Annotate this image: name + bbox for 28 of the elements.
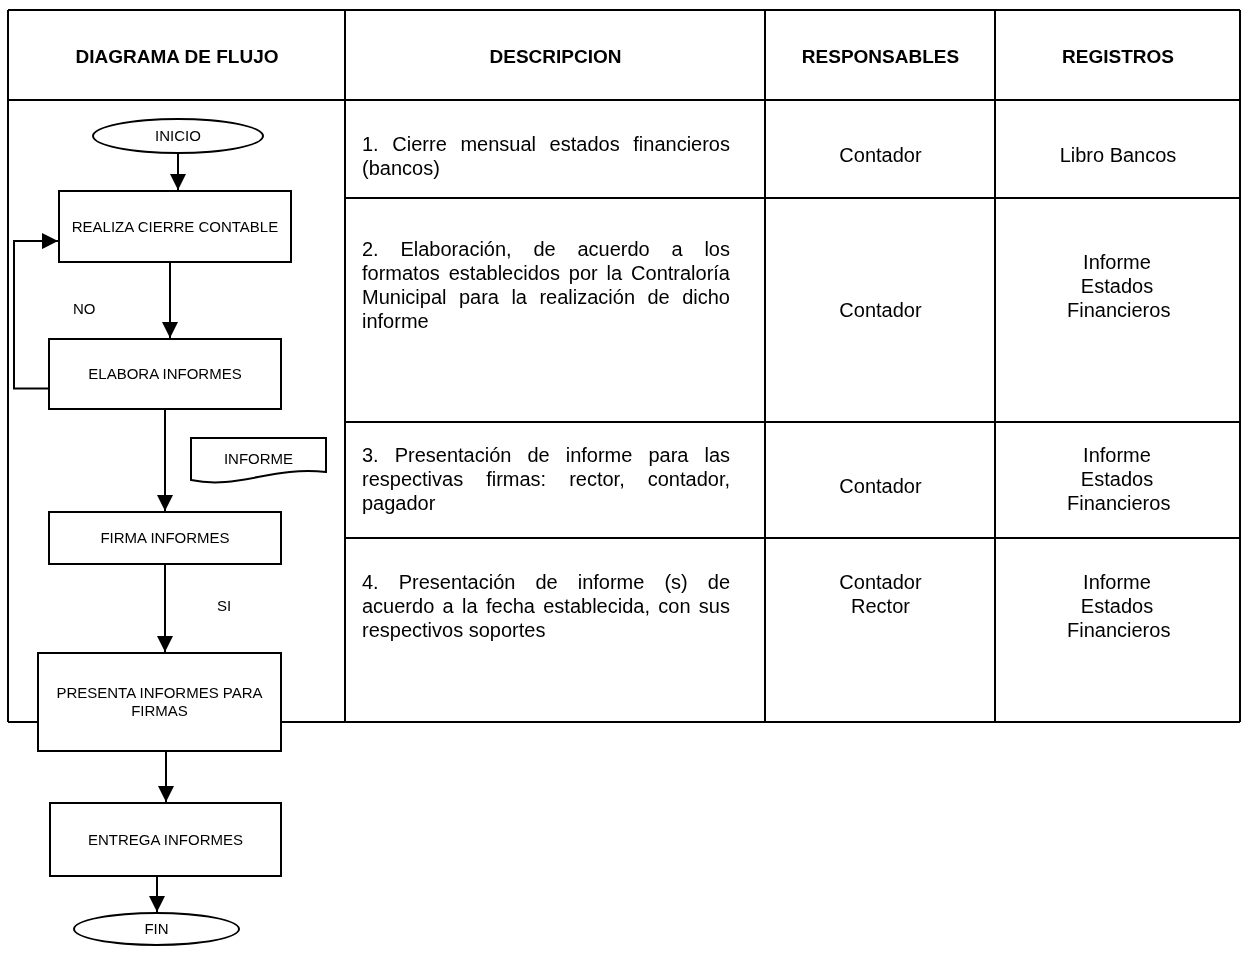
process-box: ELABORA INFORMES bbox=[48, 338, 282, 410]
process-box: PRESENTA INFORMES PARA FIRMAS bbox=[37, 652, 282, 752]
description-text: 1. Cierre mensual estados financieros (bancos) bbox=[362, 132, 730, 180]
responsible-text: Contador bbox=[838, 298, 923, 322]
terminal-oval: INICIO bbox=[92, 118, 264, 154]
arrow bbox=[157, 564, 173, 653]
process-box: REALIZA CIERRE CONTABLE bbox=[58, 190, 292, 263]
description-text: 4. Presentación de informe (s) de acuerdo a la fecha establecida, con sus respectivos soportes bbox=[362, 570, 730, 642]
process-box: FIRMA INFORMES bbox=[48, 511, 282, 565]
column-header: DIAGRAMA DE FLUJO bbox=[74, 45, 280, 69]
column-header: REGISTROS bbox=[1061, 45, 1175, 69]
arrow bbox=[13, 233, 59, 390]
arrow bbox=[157, 409, 173, 512]
arrow bbox=[170, 153, 186, 191]
arrow bbox=[158, 751, 174, 803]
responsible-text: Contador bbox=[838, 474, 923, 498]
responsible-text: Rector bbox=[850, 594, 911, 618]
process-box: ENTREGA INFORMES bbox=[49, 802, 282, 877]
arrow bbox=[162, 262, 178, 339]
responsible-text: Contador bbox=[838, 570, 923, 594]
column-header: DESCRIPCION bbox=[488, 45, 623, 69]
description-text: 2. Elaboración, de acuerdo a los formatos establecidos por la Contraloría Municipal para la realización de dicho informe bbox=[362, 237, 730, 333]
record-text: Libro Bancos bbox=[1058, 143, 1178, 167]
arrow bbox=[149, 876, 165, 913]
description-text: 3. Presentación de informe para las respectivas firmas: rector, contador, pagador bbox=[362, 443, 730, 515]
column-header: RESPONSABLES bbox=[800, 45, 961, 69]
terminal-oval: FIN bbox=[73, 912, 240, 946]
responsible-text: Contador bbox=[838, 143, 923, 167]
